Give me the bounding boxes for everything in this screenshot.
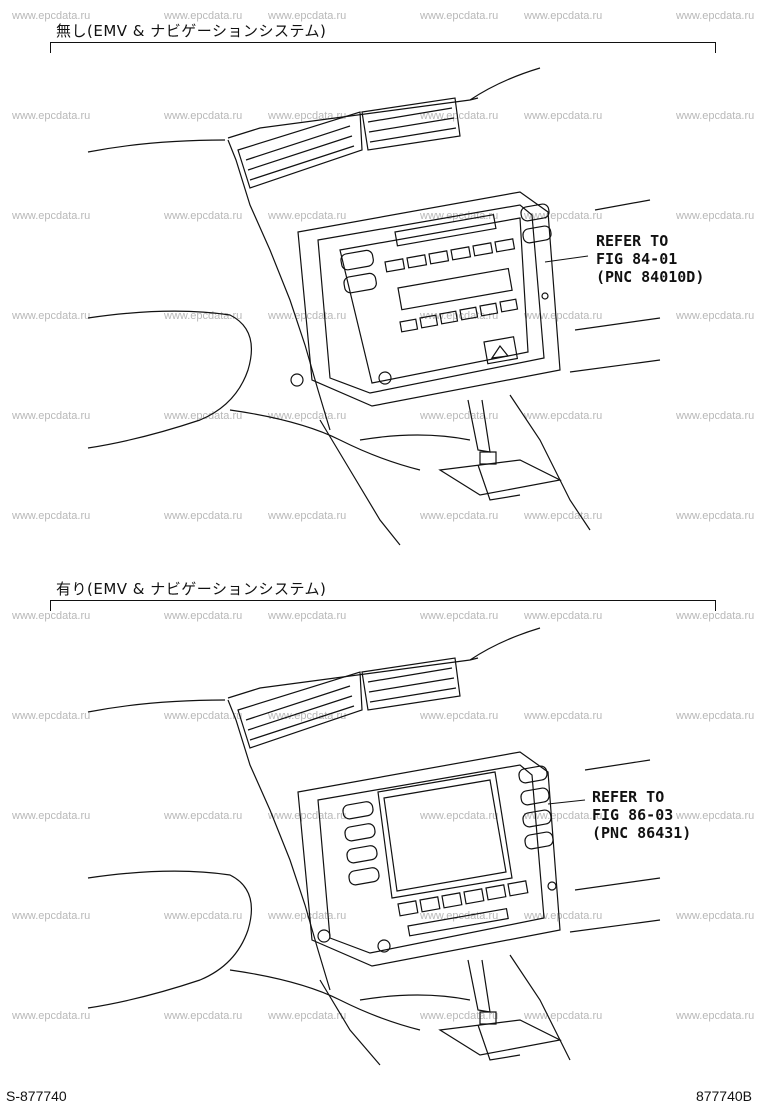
watermark-text: www.epcdata.ru — [676, 510, 755, 522]
watermark-text: www.epcdata.ru — [524, 810, 603, 822]
watermark-text: www.epcdata.ru — [420, 410, 499, 422]
watermark-text: www.epcdata.ru — [676, 610, 755, 622]
watermark-text: www.epcdata.ru — [676, 710, 755, 722]
watermark-text: www.epcdata.ru — [676, 210, 755, 222]
watermark-text: www.epcdata.ru — [12, 610, 91, 622]
section-header-with-emv-navigation: 有り(EMV & ナビゲーションシステム) — [56, 580, 327, 598]
watermark-text: www.epcdata.ru — [524, 210, 603, 222]
figure-code-right: 877740B — [695, 1088, 752, 1104]
watermark-text: www.epcdata.ru — [420, 110, 499, 122]
watermark-text: www.epcdata.ru — [164, 410, 243, 422]
watermark-text: www.epcdata.ru — [524, 310, 603, 322]
watermark-text: www.epcdata.ru — [524, 710, 603, 722]
watermark-text: www.epcdata.ru — [524, 610, 603, 622]
watermark-text: www.epcdata.ru — [268, 910, 347, 922]
watermark-text: www.epcdata.ru — [12, 410, 91, 422]
watermark-text: www.epcdata.ru — [164, 610, 243, 622]
watermark-text: www.epcdata.ru — [676, 1010, 755, 1022]
refer-line-3: (PNC 86431) — [592, 824, 692, 842]
refer-line-2: FIG 84-01 — [596, 250, 678, 268]
watermark-text: www.epcdata.ru — [420, 310, 499, 322]
watermark-text: www.epcdata.ru — [420, 1010, 499, 1022]
dashboard-illustration-navigation-display — [0, 560, 760, 1080]
refer-line-2: FIG 86-03 — [592, 806, 674, 824]
watermark-text: www.epcdata.ru — [268, 1010, 347, 1022]
figure-code-left: S-877740 — [6, 1088, 67, 1104]
watermark-text: www.epcdata.ru — [164, 1010, 243, 1022]
watermark-text: www.epcdata.ru — [524, 10, 603, 22]
watermark-text: www.epcdata.ru — [164, 910, 243, 922]
watermark-text: www.epcdata.ru — [164, 310, 243, 322]
watermark-text: www.epcdata.ru — [524, 110, 603, 122]
watermark-text: www.epcdata.ru — [676, 110, 755, 122]
watermark-text: www.epcdata.ru — [676, 810, 755, 822]
section-bracket — [50, 42, 716, 53]
watermark-text: www.epcdata.ru — [524, 410, 603, 422]
watermark-text: www.epcdata.ru — [12, 310, 91, 322]
watermark-text: www.epcdata.ru — [12, 710, 91, 722]
watermark-text: www.epcdata.ru — [12, 110, 91, 122]
watermark-text: www.epcdata.ru — [420, 610, 499, 622]
watermark-text: www.epcdata.ru — [268, 610, 347, 622]
refer-line-1: REFER TO — [596, 232, 669, 250]
refer-note-without: REFER TO FIG 84-01 (PNC 84010D) — [596, 232, 704, 286]
refer-line-3: (PNC 84010D) — [596, 268, 705, 286]
watermark-text: www.epcdata.ru — [268, 210, 347, 222]
dashboard-illustration-climate-panel — [0, 0, 760, 560]
watermark-text: www.epcdata.ru — [420, 710, 499, 722]
watermark-text: www.epcdata.ru — [164, 210, 243, 222]
watermark-text: www.epcdata.ru — [164, 110, 243, 122]
watermark-text: www.epcdata.ru — [164, 710, 243, 722]
watermark-text: www.epcdata.ru — [676, 310, 755, 322]
watermark-text: www.epcdata.ru — [420, 810, 499, 822]
watermark-text: www.epcdata.ru — [12, 910, 91, 922]
section-header-without-emv-navigation: 無し(EMV & ナビゲーションシステム) — [56, 22, 327, 40]
section-bracket — [50, 600, 716, 611]
watermark-text: www.epcdata.ru — [12, 810, 91, 822]
watermark-text: www.epcdata.ru — [268, 810, 347, 822]
watermark-text: www.epcdata.ru — [268, 310, 347, 322]
refer-line-1: REFER TO — [592, 788, 665, 806]
watermark-text: www.epcdata.ru — [676, 410, 755, 422]
watermark-text: www.epcdata.ru — [676, 910, 755, 922]
refer-note-with: REFER TO FIG 86-03 (PNC 86431) — [592, 788, 691, 842]
watermark-text: www.epcdata.ru — [524, 1010, 603, 1022]
watermark-text: www.epcdata.ru — [268, 10, 347, 22]
watermark-text: www.epcdata.ru — [12, 210, 91, 222]
watermark-text: www.epcdata.ru — [12, 1010, 91, 1022]
watermark-text: www.epcdata.ru — [268, 510, 347, 522]
watermark-text: www.epcdata.ru — [164, 810, 243, 822]
watermark-text: www.epcdata.ru — [12, 510, 91, 522]
watermark-text: www.epcdata.ru — [420, 10, 499, 22]
watermark-text: www.epcdata.ru — [12, 10, 91, 22]
watermark-text: www.epcdata.ru — [164, 510, 243, 522]
watermark-text: www.epcdata.ru — [268, 710, 347, 722]
watermark-text: www.epcdata.ru — [676, 10, 755, 22]
watermark-text: www.epcdata.ru — [164, 10, 243, 22]
watermark-text: www.epcdata.ru — [420, 510, 499, 522]
